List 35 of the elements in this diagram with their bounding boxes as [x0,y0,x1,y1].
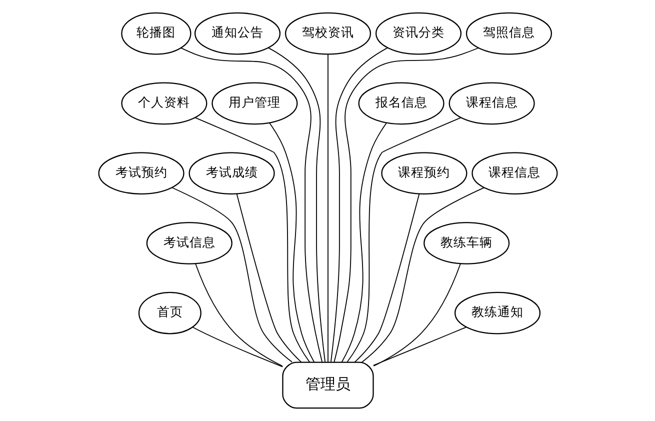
node-ellipse: 资讯分类 [374,12,462,55]
node-ellipse: 课程信息 [471,152,558,194]
node-ellipse: 课程信息 [448,82,534,125]
connector [360,187,484,363]
node-ellipse: 课程预约 [380,152,467,194]
node-ellipse: 考试预约 [98,152,184,194]
node-ellipse: 通知公告 [194,12,280,55]
connector [194,263,282,366]
node-ellipse: 考试成绩 [188,152,274,194]
node-ellipse: 驾校资讯 [284,12,371,55]
node-ellipse: 用户管理 [211,82,298,125]
connector [333,48,478,363]
connector [180,48,322,362]
connector [171,187,292,362]
connector [354,194,420,363]
node-ellipse: 轮播图 [120,12,191,55]
connector [330,48,388,362]
connector [268,122,314,363]
node-ellipse: 考试信息 [146,222,232,264]
connector [194,117,310,363]
connector [236,194,302,363]
connector [268,48,325,362]
node-ellipse: 教练车辆 [423,222,510,264]
connector [192,326,283,368]
node-ellipse: 报名信息 [358,82,444,125]
node-ellipse: 首页 [138,292,201,334]
node-box: 管理员 [282,362,374,409]
connector [372,326,466,366]
connector [372,263,460,366]
node-ellipse: 教练通知 [454,292,540,334]
connector [346,117,461,362]
connector [340,122,386,363]
connector [327,54,328,363]
node-ellipse: 个人资料 [120,82,207,125]
node-ellipse: 驾照信息 [465,12,552,55]
